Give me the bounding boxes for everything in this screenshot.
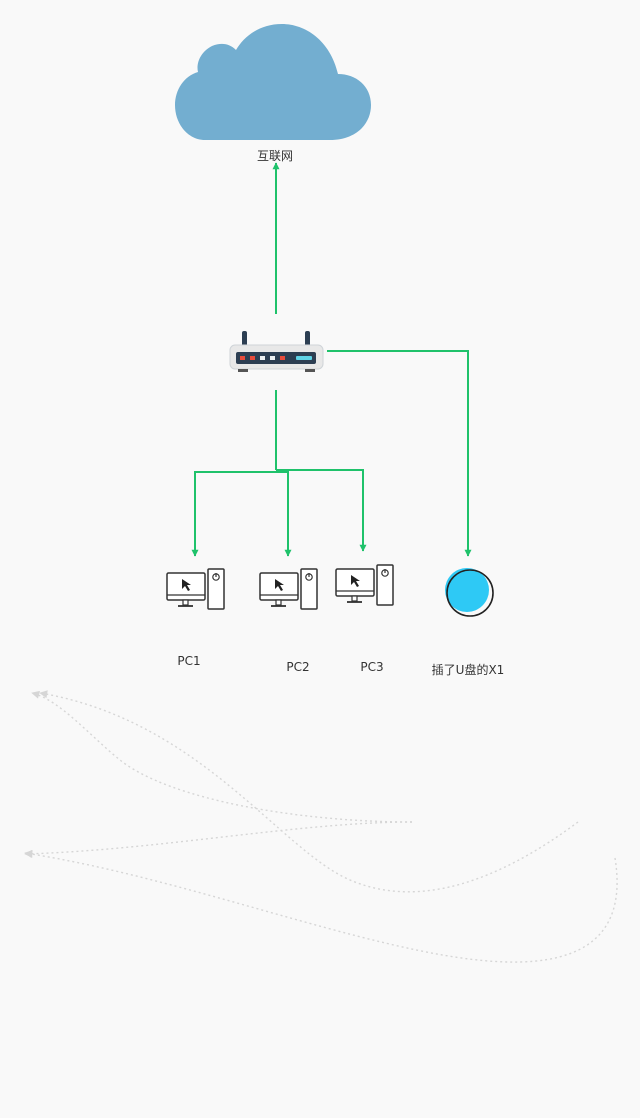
faint-curves [24,690,618,963]
faint-curve [24,850,618,963]
edge-router-pc1 [191,471,276,557]
edge-router-pc2 [276,471,292,557]
faint-curve [31,690,413,823]
faint-curve [24,821,413,858]
cloud-icon[interactable] [175,24,371,140]
connectors [191,162,472,557]
desktop-computer-icon[interactable] [166,568,225,610]
edge-router-x1 [327,350,472,557]
desktop-computer-icon[interactable] [335,564,394,606]
desktop-computer-icon[interactable] [259,568,318,610]
pc1-label: PC1 [177,654,201,668]
internet-label: 互联网 [256,149,294,163]
pc2-label: PC2 [286,660,310,674]
usb-disk-icon[interactable] [445,568,494,617]
faint-curve [39,690,579,893]
x1-label: 插了U盘的X1 [431,663,505,677]
router-icon[interactable] [229,331,324,372]
pc3-label: PC3 [360,660,384,674]
edge-router-pc3 [276,469,367,552]
